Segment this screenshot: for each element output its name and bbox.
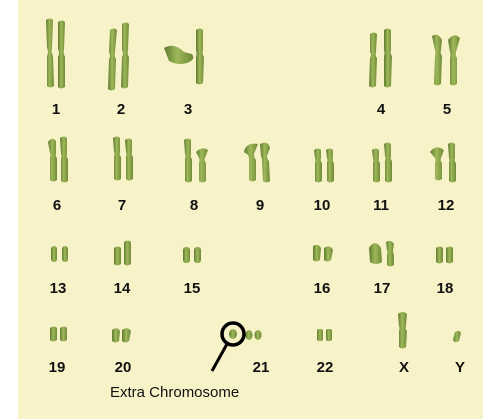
label-y: Y	[455, 359, 465, 376]
label-15: 15	[184, 280, 201, 297]
chromosome-pair-17	[369, 241, 394, 267]
karyotype-diagram: 1 2 3 4 5 6 7 8 9 10 11 12 13 14 15 16 1…	[18, 0, 483, 419]
chromosome-pair-19	[50, 327, 67, 342]
label-18: 18	[437, 280, 454, 297]
label-x: X	[399, 359, 409, 376]
label-10: 10	[314, 197, 331, 214]
chromosome-y	[453, 331, 461, 343]
label-13: 13	[50, 280, 67, 297]
label-7: 7	[118, 197, 126, 214]
label-11: 11	[373, 197, 389, 214]
chromosome-pair-1	[46, 19, 65, 89]
label-14: 14	[114, 280, 131, 297]
chromosome-pair-4	[369, 29, 392, 88]
label-20: 20	[115, 359, 132, 376]
label-21: 21	[253, 359, 270, 376]
chromosome-pair-12	[430, 143, 456, 183]
chromosome-pair-22	[317, 329, 332, 341]
chromosome-pair-2	[108, 23, 129, 91]
label-5: 5	[443, 101, 451, 118]
label-8: 8	[190, 197, 198, 214]
chromosome-pair-11	[372, 143, 392, 183]
karyotype-panel: 1 2 3 4 5 6 7 8 9 10 11 12 13 14 15 16 1…	[18, 0, 483, 419]
label-16: 16	[314, 280, 331, 297]
label-22: 22	[317, 359, 334, 376]
chromosome-pair-20	[112, 328, 131, 342]
chromosome-pair-8	[184, 139, 208, 183]
label-6: 6	[53, 197, 61, 214]
extra-chromosome-caption: Extra Chromosome	[110, 384, 239, 401]
chromosome-x	[398, 312, 407, 349]
chromosome-pair-9	[244, 143, 270, 183]
chromosome-pair-3	[164, 29, 204, 85]
chromosome-pair-16	[313, 245, 333, 262]
chromosome-pair-5	[432, 35, 460, 86]
label-19: 19	[49, 359, 66, 376]
annotation-pointer	[212, 344, 227, 371]
label-12: 12	[438, 197, 455, 214]
chromosome-pair-6	[48, 137, 68, 183]
chromosome-pair-10	[314, 149, 334, 183]
chromosome-pair-7	[113, 137, 133, 181]
chromosome-pair-14	[114, 241, 131, 266]
label-9: 9	[256, 197, 264, 214]
label-17: 17	[374, 280, 391, 297]
label-4: 4	[377, 101, 386, 118]
chromosome-pair-18	[436, 247, 453, 264]
label-3: 3	[184, 101, 192, 118]
label-2: 2	[117, 101, 125, 118]
chromosome-pair-15	[183, 247, 201, 263]
chromosome-pair-13	[51, 246, 68, 262]
label-1: 1	[52, 101, 60, 118]
